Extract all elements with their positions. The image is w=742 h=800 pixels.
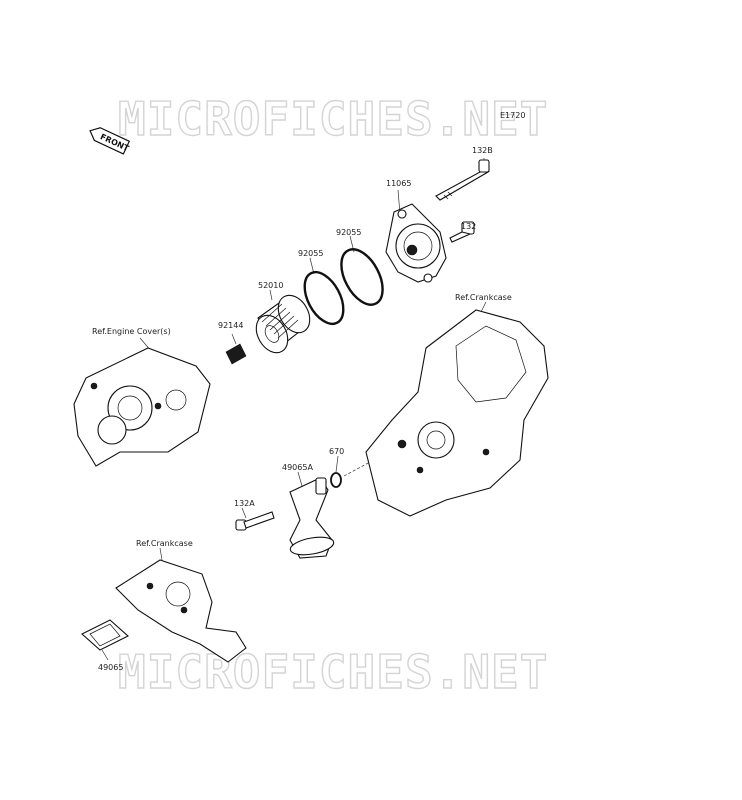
spring-92144 <box>225 333 247 365</box>
bolt-132b <box>435 158 491 201</box>
engine-cover-ref <box>73 337 211 467</box>
label-ref-crankcase-bottom: Ref.Crankcase <box>136 539 193 548</box>
oil-filter-52010 <box>255 289 311 354</box>
label-132: 132 <box>461 222 476 231</box>
watermark-top: MICROFICHES.NET <box>118 92 548 146</box>
label-52010: 52010 <box>258 281 283 290</box>
label-92144: 92144 <box>218 321 243 330</box>
o-ring-92055-right <box>340 235 384 306</box>
filter-cover-11065 <box>385 189 447 283</box>
label-ref-crankcase-top: Ref.Crankcase <box>455 293 512 302</box>
label-49065a: 49065A <box>282 463 313 472</box>
bolt-132 <box>449 221 475 243</box>
bolt-132a <box>235 507 275 531</box>
o-ring-670 <box>330 455 371 488</box>
label-132b: 132B <box>472 146 493 155</box>
o-ring-92055-left <box>303 257 345 326</box>
crankcase-ref-bottom <box>115 547 247 663</box>
watermark-bottom: MICROFICHES.NET <box>118 645 548 699</box>
label-132a: 132A <box>234 499 255 508</box>
label-670: 670 <box>329 447 344 456</box>
crankcase-ref-top <box>365 301 549 517</box>
label-49065: 49065 <box>98 663 123 672</box>
gasket-49065 <box>81 619 129 661</box>
diagram-code: E1720 <box>500 111 525 120</box>
label-92055-right: 92055 <box>336 228 361 237</box>
label-ref-engine-cover: Ref.Engine Cover(s) <box>92 327 171 336</box>
label-11065: 11065 <box>386 179 411 188</box>
strainer-pipe-49065a <box>289 471 335 559</box>
label-92055-left: 92055 <box>298 249 323 258</box>
